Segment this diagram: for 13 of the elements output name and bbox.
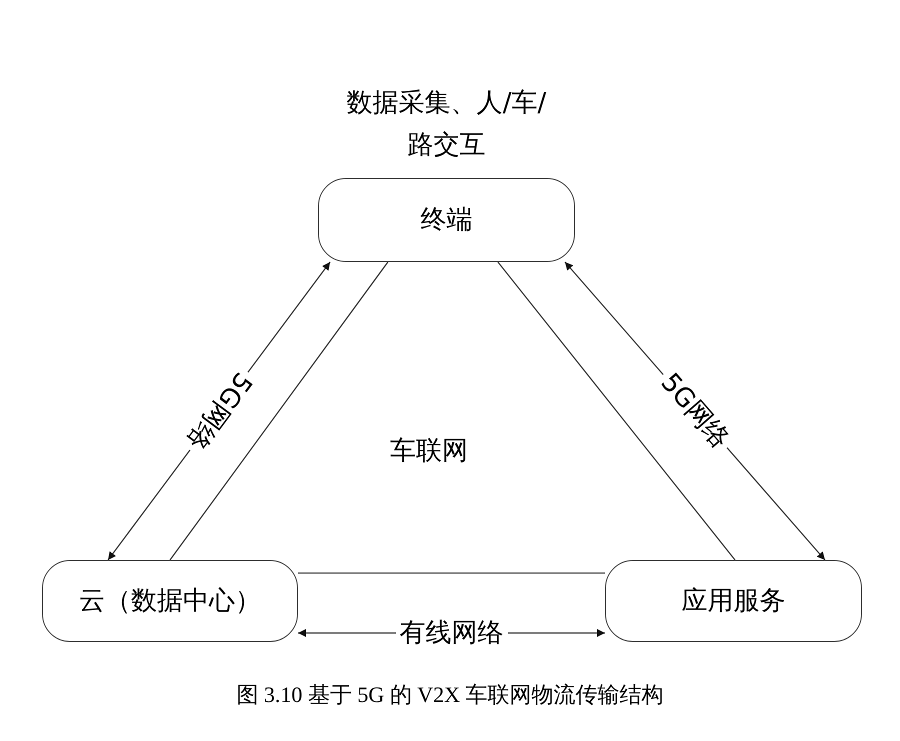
connector-line [170, 262, 388, 560]
center-label: 车联网 [390, 435, 468, 468]
connector-line [497, 262, 736, 560]
connector-line [298, 572, 605, 574]
process-box [318, 178, 575, 262]
process-box [605, 560, 862, 642]
node-label: 云（数据中心） [79, 584, 261, 618]
process-box [42, 560, 298, 642]
node-caption: 数据采集、人/车/路交互 [346, 87, 546, 162]
figure-caption: 图 3.10 基于 5G 的 V2X 车联网物流传输结构 [236, 681, 664, 709]
node-label: 应用服务 [682, 584, 786, 618]
edge-label: 有线网络 [396, 620, 508, 646]
node-label: 终端 [420, 204, 472, 236]
